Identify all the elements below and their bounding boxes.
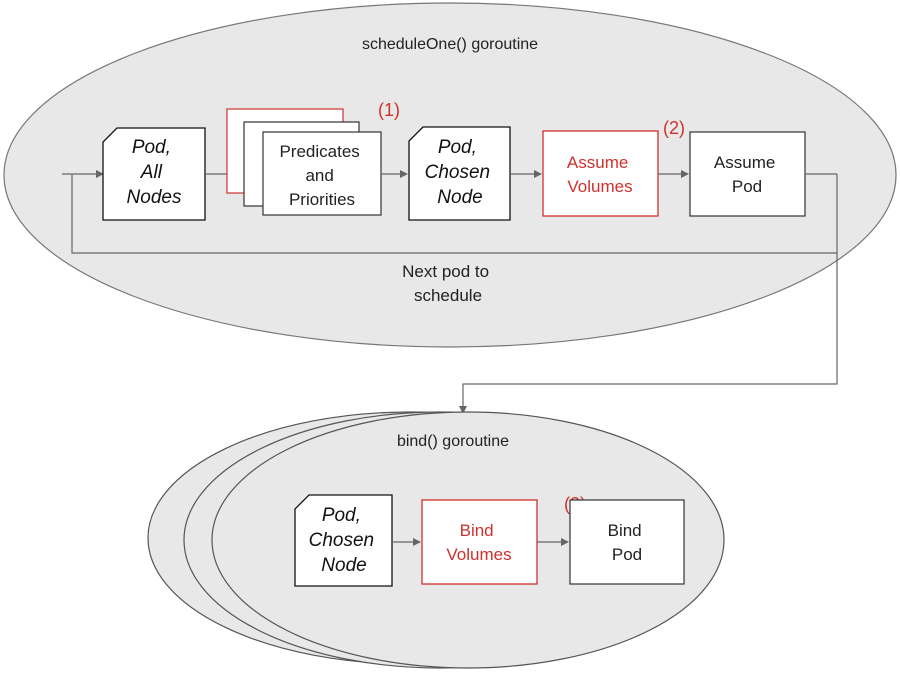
marker-1: (1) — [378, 100, 400, 120]
marker-2: (2) — [663, 118, 685, 138]
pod-chosen-node-line2: Chosen — [425, 162, 491, 183]
bind-pod-line2: Pod — [612, 545, 642, 564]
assume-pod-line1: Assume — [714, 153, 775, 172]
connector-to-bind — [459, 253, 838, 414]
assume-volumes-line1: Assume — [567, 153, 628, 172]
bind-volumes-label: Bind Volumes — [446, 521, 511, 564]
assume-pod-label: Assume Pod — [714, 153, 780, 196]
pod-all-nodes-shape — [102, 127, 206, 221]
bind-pod-chosen-node-shape — [294, 494, 393, 587]
predicates-line2: and — [305, 166, 333, 185]
pod-all-nodes-line2: All — [140, 162, 163, 183]
predicates-box — [262, 131, 382, 216]
assume-volumes-box — [542, 130, 659, 217]
bind-volumes-box — [421, 499, 538, 585]
assume-pod-line2: Pod — [732, 177, 762, 196]
pod-all-nodes-label: Pod, All Nodes — [127, 137, 182, 208]
bind-pod-line1: Bind — [608, 521, 642, 540]
bind-pod-chosen-node-line2: Chosen — [309, 530, 375, 551]
assume-volumes-label: Assume Volumes — [567, 153, 633, 196]
pod-chosen-node-line3: Node — [437, 187, 482, 208]
bind-pod-chosen-node-line1: Pod, — [322, 505, 361, 526]
predicates-line3: Priorities — [289, 190, 355, 209]
bind-title: bind() goroutine — [397, 433, 509, 450]
bind-pod-chosen-node-label: Pod, Chosen Node — [309, 505, 380, 576]
pod-chosen-node-label: Pod, Chosen Node — [425, 137, 496, 208]
schedule-one-title: scheduleOne() goroutine — [362, 36, 538, 53]
pod-chosen-node-shape — [408, 126, 511, 221]
assume-pod-box — [689, 131, 806, 217]
pod-all-nodes-line1: Pod, — [132, 137, 171, 158]
bind-pod-label: Bind Pod — [608, 521, 647, 564]
predicates-line1: Predicates — [279, 142, 359, 161]
loop-label-line2: schedule — [414, 286, 482, 305]
bind-pod-box — [569, 499, 685, 585]
assume-volumes-line2: Volumes — [567, 177, 632, 196]
bind-volumes-line2: Volumes — [446, 545, 511, 564]
loop-label: Next pod to schedule — [402, 262, 494, 305]
bind-pod-chosen-node-line3: Node — [321, 555, 366, 576]
pod-all-nodes-line3: Nodes — [127, 187, 182, 208]
loop-label-line1: Next pod to — [402, 262, 489, 281]
predicates-label: Predicates and Priorities — [279, 142, 364, 209]
loop-back-line — [71, 174, 838, 254]
pod-chosen-node-line1: Pod, — [438, 137, 477, 158]
bind-volumes-line1: Bind — [460, 521, 494, 540]
